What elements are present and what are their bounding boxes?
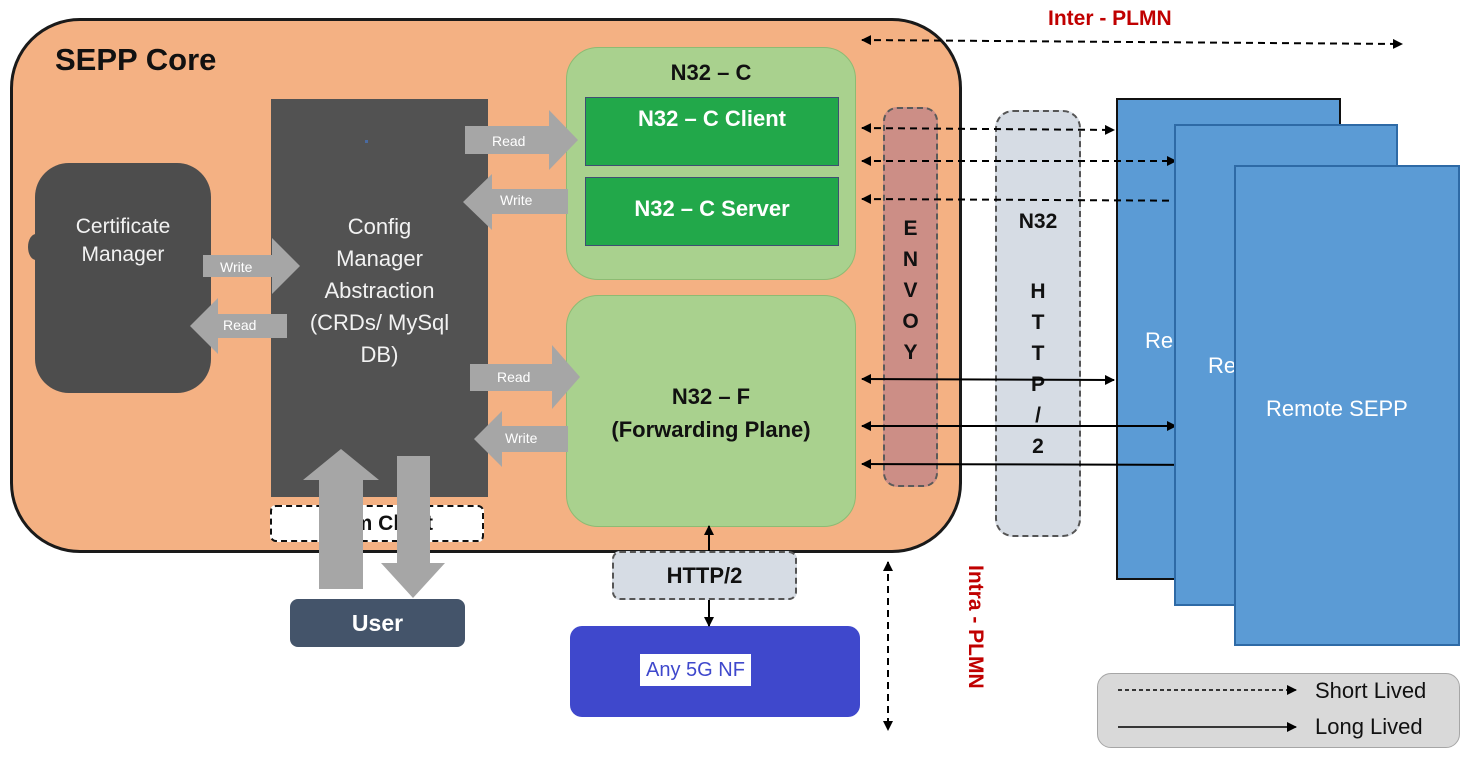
n32-http2-title: N32 — [1018, 210, 1058, 233]
http-letter: T — [1031, 311, 1045, 334]
n32-http2-letters: H T T P / 2 — [995, 276, 1081, 462]
certificate-manager-label-line2: Manager — [81, 243, 165, 267]
certificate-manager-label-line1: Certificate — [75, 215, 171, 238]
envoy-label: E N V O Y — [883, 213, 938, 368]
config-manager-line3: Abstraction — [324, 277, 435, 303]
envoy-letter: E — [903, 217, 918, 240]
n32c-read-label: Read — [492, 133, 526, 149]
config-manager-line2: Manager — [336, 245, 423, 271]
n32f-read-label: Read — [497, 369, 531, 385]
http-letter: H — [1030, 280, 1046, 303]
n32c-title: N32 – C — [670, 60, 752, 85]
n32c-client-box[interactable]: N32 – C Client — [585, 97, 839, 166]
n32f-write-label: Write — [505, 430, 538, 446]
cert-write-label: Write — [220, 259, 253, 275]
config-manager-line4: (CRDs/ MySql — [309, 309, 450, 335]
remote-sepp-card-front[interactable] — [1234, 165, 1460, 646]
envoy-letter: V — [903, 279, 918, 302]
n32f-block[interactable] — [566, 295, 856, 527]
n32c-write-label: Write — [500, 192, 533, 208]
n32f-title: N32 – F (Forwarding Plane) — [566, 380, 856, 446]
http-letter: / — [1035, 404, 1041, 427]
envoy-letter: O — [902, 310, 919, 333]
remote-sepp-label: Remote SEPP — [1266, 396, 1408, 421]
sepp-core-title: SEPP Core — [55, 42, 217, 77]
http-letter: P — [1030, 373, 1045, 396]
certificate-manager-block[interactable]: Certificate Manager — [35, 163, 211, 393]
remote-sepp-partial-label-2: Re — [1208, 353, 1237, 378]
config-manager-line5: DB) — [360, 341, 399, 367]
http-letter: T — [1031, 342, 1045, 365]
config-manager-line1: Config — [347, 214, 412, 239]
config-manager-block[interactable]: Config Manager Abstraction (CRDs/ MySql … — [271, 99, 488, 497]
inter-plmn-label: Inter - PLMN — [1048, 7, 1172, 30]
user-box[interactable]: User — [290, 599, 465, 647]
legend-short-lived: Short Lived — [1315, 678, 1427, 703]
legend-box — [1097, 673, 1460, 748]
n32f-title-line2: (Forwarding Plane) — [611, 417, 811, 442]
config-manager-dot — [365, 140, 368, 143]
http2-box[interactable]: HTTP/2 — [612, 551, 797, 600]
n32c-server-box[interactable]: N32 – C Server — [585, 177, 839, 246]
any-5g-nf-label: Any 5G NF — [640, 654, 751, 686]
intra-plmn-label: Intra - PLMN — [964, 565, 987, 689]
remote-sepp-partial-label-1: Re — [1145, 328, 1174, 353]
envoy-letter: N — [902, 248, 919, 271]
n32f-title-line1: N32 – F — [671, 384, 751, 409]
helm-chart-box[interactable]: Helm Chart — [270, 505, 484, 542]
legend-long-lived: Long Lived — [1315, 714, 1423, 739]
http-letter: 2 — [1032, 435, 1044, 458]
cert-read-label: Read — [223, 317, 257, 333]
envoy-letter: Y — [903, 341, 918, 364]
